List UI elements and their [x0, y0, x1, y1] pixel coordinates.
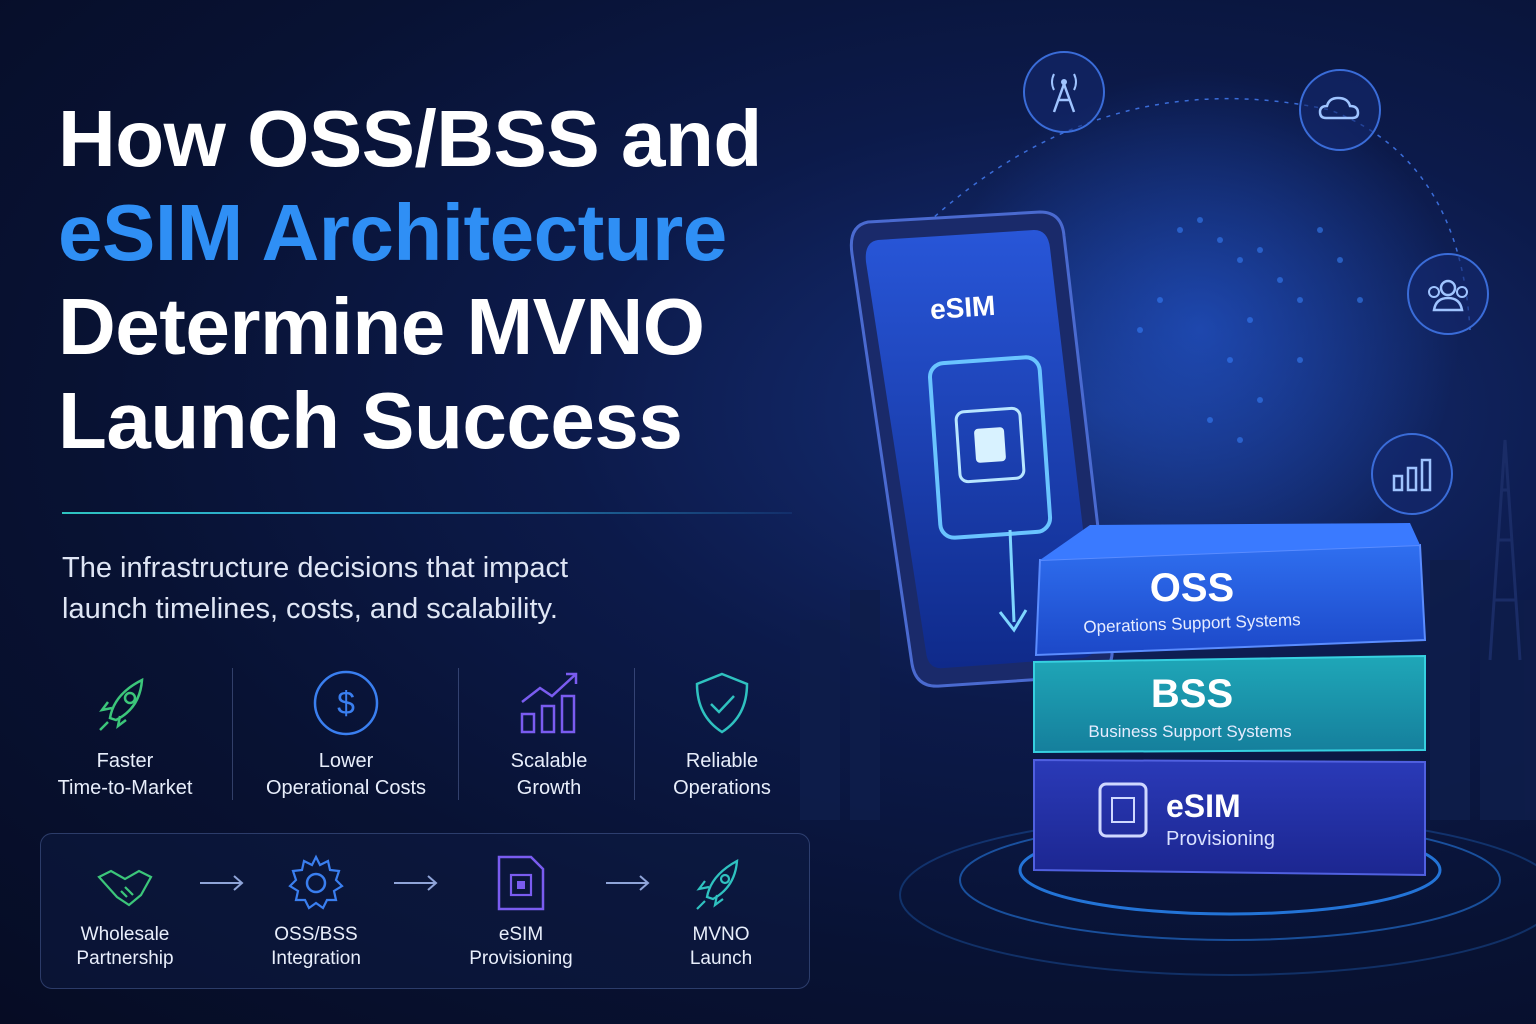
- arrow-icon: [606, 875, 650, 891]
- arrow-icon: [394, 875, 438, 891]
- architecture-stack: [1033, 523, 1427, 877]
- svg-text:$: $: [337, 685, 355, 721]
- subtitle: The infrastructure decisions that impact…: [62, 548, 762, 630]
- handshake-icon: [97, 869, 153, 907]
- gear-icon: [288, 854, 344, 910]
- title-divider: [62, 512, 792, 514]
- bss-title: BSS: [1150, 672, 1234, 716]
- esim-subtitle: Provisioning: [1166, 828, 1275, 850]
- feature-divider: [232, 668, 233, 800]
- feature-divider: [458, 668, 459, 800]
- oss-title: OSS: [1149, 566, 1235, 610]
- title-line-3: Determine MVNO: [58, 282, 705, 371]
- dollar-icon: $: [313, 670, 379, 736]
- radio-tower: [1488, 439, 1522, 661]
- sim-card-icon: [497, 855, 545, 911]
- title-line-4: Launch Success: [58, 376, 683, 465]
- feature-divider: [634, 668, 635, 800]
- subtitle-line-2: launch timelines, costs, and scalability…: [62, 593, 558, 625]
- growth-chart-icon: [520, 672, 578, 734]
- antenna-icon: [1023, 51, 1105, 133]
- rocket-icon: [696, 858, 739, 910]
- phone-esim-label: eSIM: [928, 289, 997, 326]
- rocket-icon: [99, 677, 144, 731]
- bss-subtitle: Business Support Systems: [1088, 722, 1292, 741]
- arrow-icon: [200, 875, 244, 891]
- title-line-2: eSIM Architecture: [58, 188, 727, 277]
- launch-flow-panel: [40, 833, 810, 989]
- subtitle-line-1: The infrastructure decisions that impact: [62, 552, 569, 584]
- cloud-icon: [1299, 69, 1381, 151]
- page-title: How OSS/BSS and eSIM Architecture Determ…: [58, 92, 762, 468]
- users-icon: [1407, 253, 1489, 335]
- esim-title: eSIM: [1166, 788, 1241, 824]
- shield-check-icon: [695, 672, 749, 734]
- title-line-1: How OSS/BSS and: [58, 94, 762, 183]
- bar-chart-icon: [1371, 433, 1453, 515]
